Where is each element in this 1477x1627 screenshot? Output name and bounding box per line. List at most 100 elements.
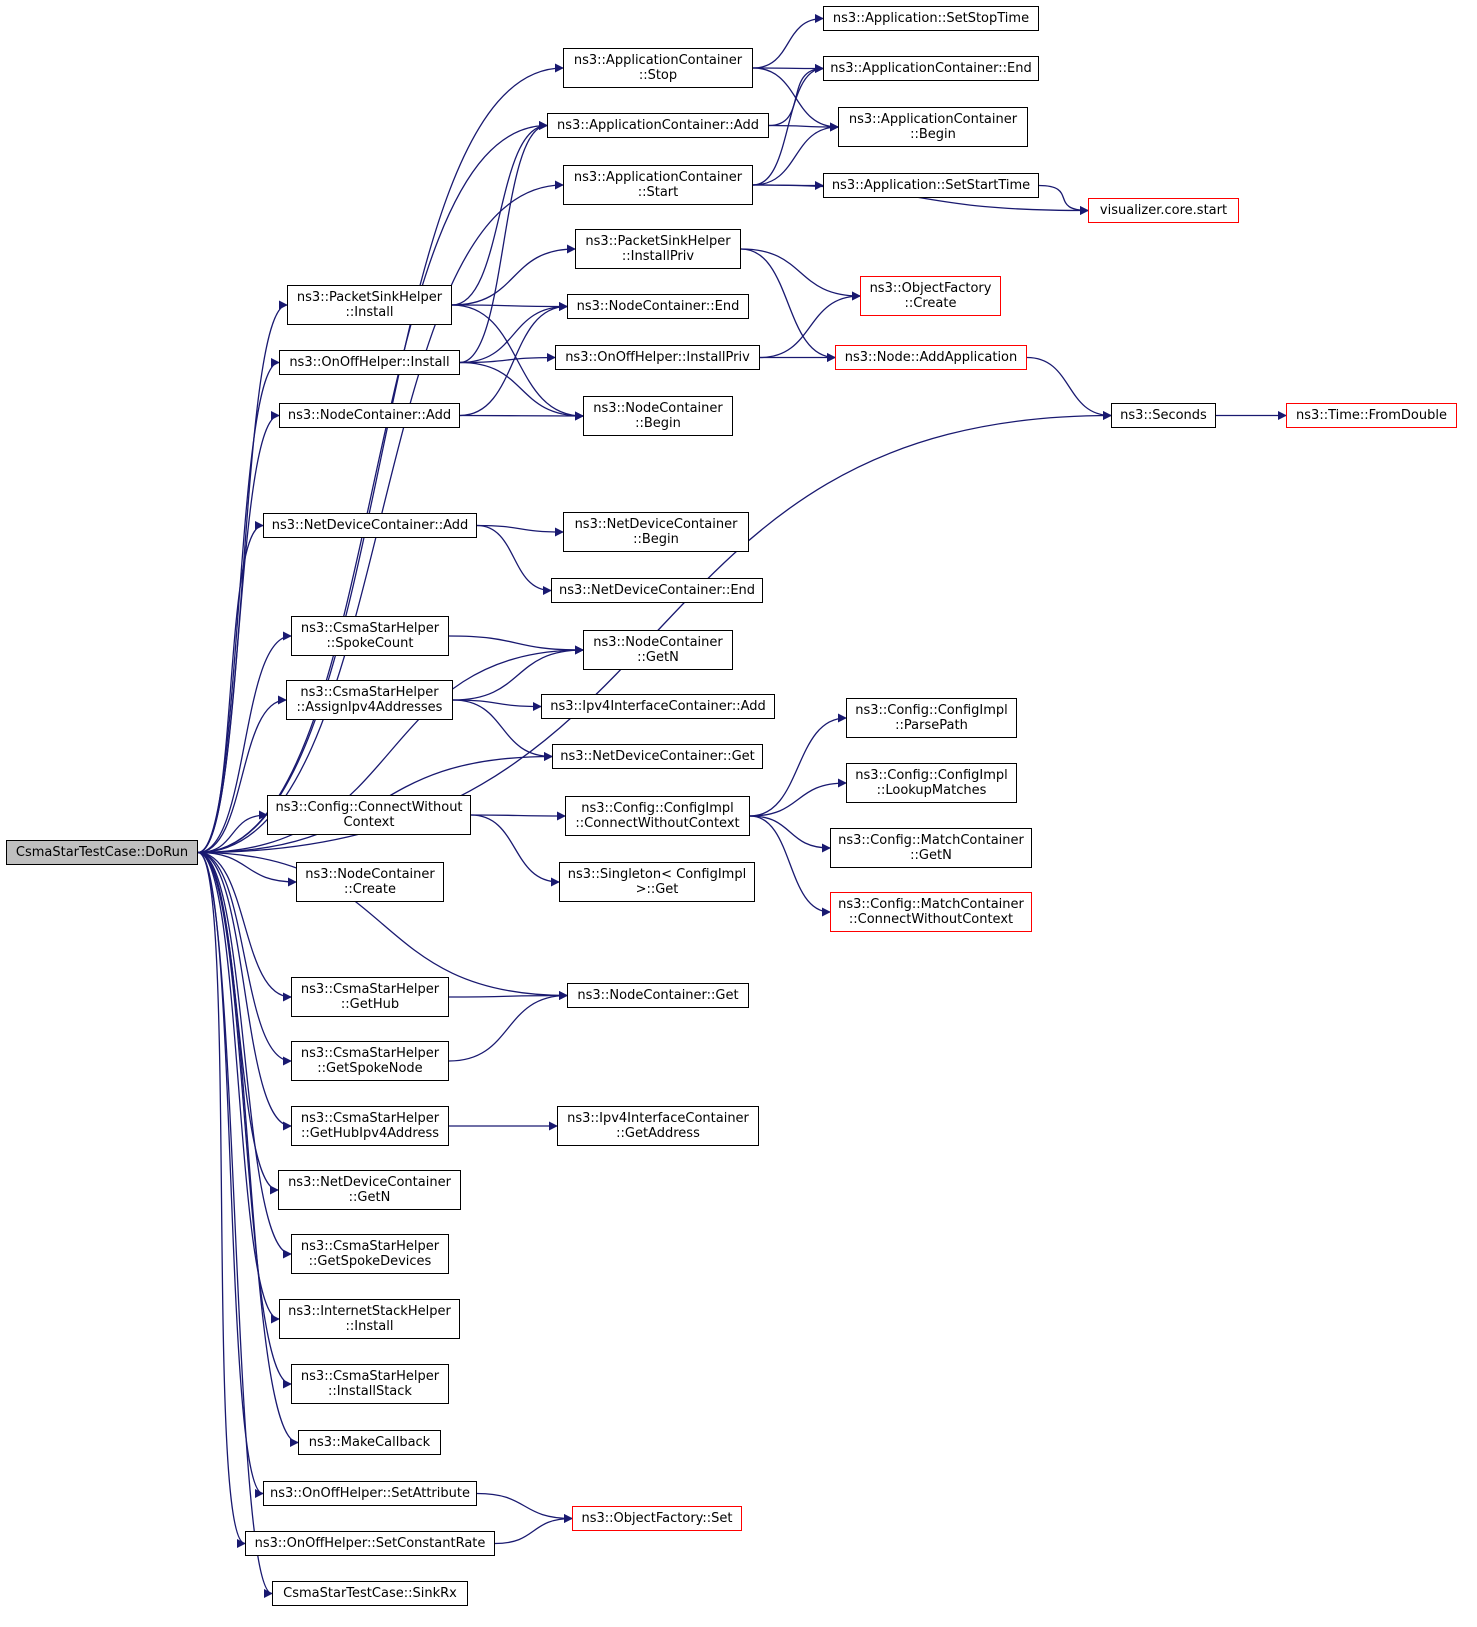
node-netdevicecontainer-end[interactable]: ns3::NetDeviceContainer::End [551,578,763,603]
call-edge-onOffInstall-to-onOffInstallPriv [459,353,556,364]
call-edge-configImplConnectWithoutContext-to-matchContConnectWithoutContext [749,815,831,917]
node-packetsinkhelper-install[interactable]: ns3::PacketSinkHelper ::Install [287,285,452,325]
node-ipv4interfacecontainer-getaddress[interactable]: ns3::Ipv4InterfaceContainer ::GetAddress [557,1106,759,1146]
call-edge-doRun-to-nodeContGetN [197,645,584,854]
call-edge-appContAdd-to-appContBegin [768,122,839,132]
node-application-setstoptime[interactable]: ns3::Application::SetStopTime [823,6,1039,31]
node-ipv4interfacecontainer-add[interactable]: ns3::Ipv4InterfaceContainer::Add [541,694,775,719]
call-edge-pktSinkInstall-to-pktSinkInstallPriv [451,244,576,306]
call-edge-netDevContAdd-to-netDevContEnd [476,524,552,595]
call-edge-pktSinkInstall-to-nodeContBegin [451,304,584,421]
node-makecallback[interactable]: ns3::MakeCallback [298,1430,441,1455]
node-matchcontainer-connectwithoutcontext[interactable]: ns3::Config::MatchContainer ::ConnectWit… [830,892,1032,932]
node-csmastarhelper-installstack[interactable]: ns3::CsmaStarHelper ::InstallStack [291,1364,449,1404]
call-edge-doRun-to-nodeContGet [197,851,568,1000]
call-edge-doRun-to-pktSinkInstall [197,300,288,854]
call-edge-doRun-to-nodeContCreate [197,851,297,887]
node-csmastarhelper-getspokenode[interactable]: ns3::CsmaStarHelper ::GetSpokeNode [291,1041,449,1081]
call-edge-appContStop-to-appSetStopTime [752,14,824,69]
node-nodecontainer-create[interactable]: ns3::NodeContainer ::Create [296,862,444,902]
call-edge-doRun-to-sinkRx [197,851,273,1598]
node-csmastarhelper-assignipv4addresses[interactable]: ns3::CsmaStarHelper ::AssignIpv4Addresse… [286,680,453,720]
node-csmastartestcase-sinkrx[interactable]: CsmaStarTestCase::SinkRx [272,1581,468,1606]
node-applicationcontainer-stop[interactable]: ns3::ApplicationContainer ::Stop [563,48,753,88]
node-applicationcontainer-begin[interactable]: ns3::ApplicationContainer ::Begin [838,107,1028,147]
call-edge-onOffSetAttribute-to-objFactorySet [476,1492,573,1523]
call-edge-configImplConnectWithoutContext-to-configParsePath [749,713,847,817]
node-application-setstarttime[interactable]: ns3::Application::SetStartTime [823,173,1039,198]
call-edge-csmaGetHub-to-nodeContGet [448,991,568,1001]
call-edge-appContStart-to-appContEnd [752,64,824,186]
call-edge-csmaAssignIpv4-to-netDevContGet [452,699,553,761]
node-netdevicecontainer-add[interactable]: ns3::NetDeviceContainer::Add [263,513,477,538]
node-configimpl-lookupmatches[interactable]: ns3::Config::ConfigImpl ::LookupMatches [846,763,1017,803]
call-edge-doRun-to-netDevContAdd [197,521,264,854]
node-onoffhelper-install[interactable]: ns3::OnOffHelper::Install [279,350,460,375]
node-time-fromdouble[interactable]: ns3::Time::FromDouble [1286,403,1457,428]
call-edge-configImplConnectWithoutContext-to-matchContGetN [749,815,831,853]
call-edge-pktSinkInstallPriv-to-nodeAddApplication [740,248,836,362]
call-edge-csmaAssignIpv4-to-nodeContGetN [452,645,584,701]
node-onoffhelper-setattribute[interactable]: ns3::OnOffHelper::SetAttribute [263,1481,477,1506]
call-edge-doRun-to-csmaSpokeCount [197,631,292,854]
node-applicationcontainer-end[interactable]: ns3::ApplicationContainer::End [823,56,1039,81]
node-nodecontainer-begin[interactable]: ns3::NodeContainer ::Begin [583,396,733,436]
node-nodecontainer-end[interactable]: ns3::NodeContainer::End [567,294,749,319]
node-csmastarhelper-getspokedevices[interactable]: ns3::CsmaStarHelper ::GetSpokeDevices [291,1234,449,1274]
call-edge-doRun-to-inetStackInstall [197,851,280,1324]
call-edge-onOffInstall-to-nodeContBegin [459,361,584,421]
node-netdevicecontainer-getn[interactable]: ns3::NetDeviceContainer ::GetN [278,1170,461,1210]
node-netdevicecontainer-get[interactable]: ns3::NetDeviceContainer::Get [552,744,763,769]
node-netdevicecontainer-begin[interactable]: ns3::NetDeviceContainer ::Begin [563,512,749,552]
call-edge-pktSinkInstall-to-appContAdd [451,121,548,306]
call-edge-onOffInstall-to-nodeContEnd [459,302,568,364]
node-configimpl-connectwithoutcontext[interactable]: ns3::Config::ConfigImpl ::ConnectWithout… [565,796,750,836]
node-applicationcontainer-add[interactable]: ns3::ApplicationContainer::Add [547,113,769,138]
call-edge-doRun-to-makeCallback [197,851,299,1447]
node-objectfactory-set[interactable]: ns3::ObjectFactory::Set [572,1506,742,1531]
call-edge-onOffInstall-to-appContAdd [459,121,548,364]
node-nodecontainer-getn[interactable]: ns3::NodeContainer ::GetN [583,630,733,670]
node-packetsinkhelper-installpriv[interactable]: ns3::PacketSinkHelper ::InstallPriv [575,229,741,269]
call-edge-doRun-to-onOffSetAttribute [197,851,264,1498]
call-edge-configImplConnectWithoutContext-to-configLookupMatches [749,778,847,817]
node-configimpl-parsepath[interactable]: ns3::Config::ConfigImpl ::ParsePath [846,698,1017,738]
call-edge-appContStart-to-appContBegin [752,122,839,186]
node-csmastarhelper-gethub[interactable]: ns3::CsmaStarHelper ::GetHub [291,977,449,1017]
call-edge-nodeContAdd-to-nodeContEnd [459,302,568,417]
call-edge-doRun-to-onOffSetConstantRate [197,851,246,1548]
call-edge-configConnectWithoutContext-to-configImplConnectWithoutContext [470,811,566,821]
call-edge-netDevContAdd-to-netDevContBegin [476,524,564,537]
call-edge-doRun-to-csmaGetHubIpv4Address [197,851,292,1131]
call-edge-doRun-to-csmaGetSpokeNode [197,851,292,1066]
call-edge-configConnectWithoutContext-to-singletonGet [470,814,560,887]
call-edge-onOffInstallPriv-to-objFactoryCreate [759,291,861,359]
node-onoffhelper-installpriv[interactable]: ns3::OnOffHelper::InstallPriv [555,345,760,370]
node-onoffhelper-setconstantrate[interactable]: ns3::OnOffHelper::SetConstantRate [245,1531,495,1556]
call-edge-doRun-to-csmaGetSpokeDevices [197,851,292,1259]
node-visualizer-core-start[interactable]: visualizer.core.start [1088,198,1239,223]
node-applicationcontainer-start[interactable]: ns3::ApplicationContainer ::Start [563,165,753,205]
call-edge-nodeContAdd-to-nodeContBegin [459,411,584,421]
call-edge-csmaSpokeCount-to-nodeContGetN [448,635,584,655]
node-node-addapplication[interactable]: ns3::Node::AddApplication [835,345,1027,370]
call-edge-csmaAssignIpv4-to-ipv4IfContAdd [452,699,542,711]
node-nodecontainer-get[interactable]: ns3::NodeContainer::Get [567,983,749,1008]
call-edge-doRun-to-onOffInstall [197,358,280,854]
call-edges [197,14,1287,1598]
node-seconds[interactable]: ns3::Seconds [1111,403,1216,428]
call-edge-doRun-to-csmaAssignIpv4 [197,695,287,854]
call-edge-pktSinkInstallPriv-to-objFactoryCreate [740,248,861,301]
call-edge-nodeAddApplication-to-seconds [1026,356,1112,420]
node-matchcontainer-getn[interactable]: ns3::Config::MatchContainer ::GetN [830,828,1032,868]
node-nodecontainer-add[interactable]: ns3::NodeContainer::Add [279,403,460,428]
node-singleton-configimpl-get[interactable]: ns3::Singleton< ConfigImpl >::Get [559,862,755,902]
node-csmastarhelper-spokecount[interactable]: ns3::CsmaStarHelper ::SpokeCount [291,616,449,656]
call-edge-appContStop-to-appContEnd [752,63,824,73]
node-csmastarhelper-gethubipv4address[interactable]: ns3::CsmaStarHelper ::GetHubIpv4Address [291,1106,449,1146]
node-config-connectwithoutcontext[interactable]: ns3::Config::ConnectWithout Context [267,795,471,835]
call-edge-csmaGetSpokeNode-to-nodeContGet [448,991,568,1062]
node-internetstackhelper-install[interactable]: ns3::InternetStackHelper ::Install [279,1299,460,1339]
node-objectfactory-create[interactable]: ns3::ObjectFactory ::Create [860,276,1001,316]
